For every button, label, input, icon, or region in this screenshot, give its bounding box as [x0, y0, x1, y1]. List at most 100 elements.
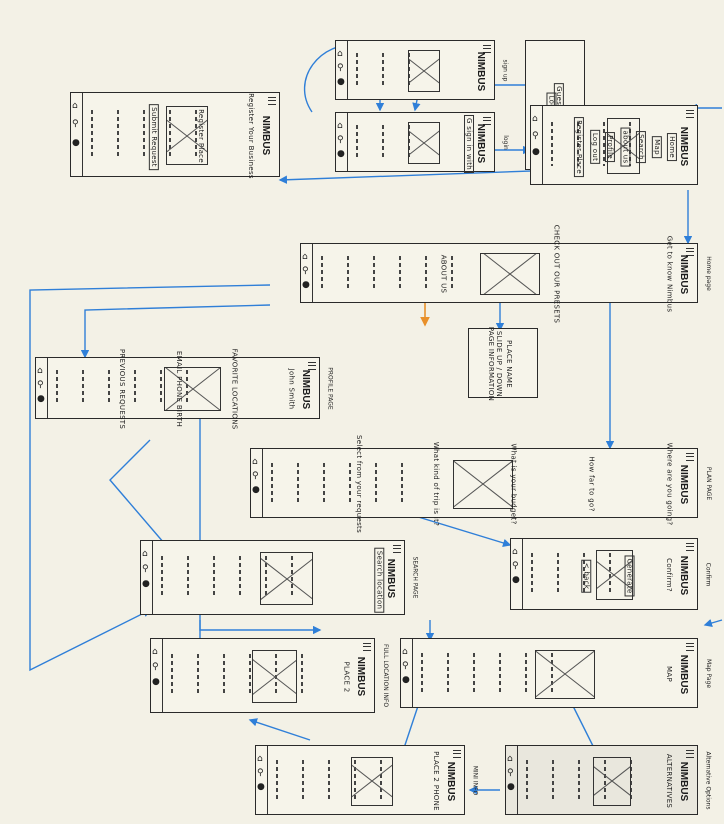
profile-icon[interactable]: ●: [37, 394, 45, 404]
text-placeholder: [399, 256, 401, 289]
hamburger-icon[interactable]: [686, 750, 694, 758]
search-icon[interactable]: ⚲: [507, 768, 514, 778]
image-placeholder: [408, 50, 440, 92]
label-button[interactable]: Submit Request: [149, 104, 159, 170]
label-sections: PREVIOUS REQUESTS: [118, 349, 126, 429]
text-placeholder: [171, 654, 173, 695]
text-placeholder: [297, 463, 299, 502]
search-icon[interactable]: ⚲: [512, 561, 519, 571]
search-icon[interactable]: ⚲: [532, 131, 539, 141]
image-placeholder: [535, 650, 595, 699]
search-icon[interactable]: ⚲: [337, 135, 344, 145]
frame-caption: login: [501, 135, 508, 150]
text-placeholder: [531, 553, 533, 593]
profile-icon[interactable]: ●: [337, 77, 345, 87]
text-placeholder: [349, 463, 351, 502]
app-title: NIMBUS: [445, 761, 456, 800]
profile-icon[interactable]: ●: [257, 782, 265, 792]
profile-icon[interactable]: ●: [252, 485, 260, 495]
home-icon[interactable]: ⌂: [142, 549, 148, 559]
search-icon[interactable]: ⚲: [142, 564, 149, 574]
label-back[interactable]: < back: [581, 560, 591, 593]
home-icon[interactable]: ⌂: [37, 366, 43, 376]
text-placeholder: [56, 370, 58, 404]
label-detail: PAGE INFORMATION: [487, 327, 495, 401]
app-title: NIMBUS: [678, 254, 689, 293]
label-button[interactable]: G sign in with: [464, 115, 474, 173]
home-icon[interactable]: ⌂: [512, 547, 518, 557]
search-icon[interactable]: ⚲: [257, 768, 264, 778]
text-placeholder: [347, 256, 349, 289]
hamburger-icon[interactable]: [686, 543, 694, 551]
label-items[interactable]: about us: [621, 128, 631, 167]
label-sections: EMAIL PHONE BIRTH: [175, 351, 183, 427]
frame-plan: ⌂⚲●NIMBUSWhere are you going?How far to …: [250, 448, 698, 518]
text-placeholder: [187, 556, 189, 597]
home-icon[interactable]: ⌂: [507, 754, 513, 764]
frame-profile: ⌂⚲●NIMBUSJohn SmithFAVORITE LOCATIONSEMA…: [35, 357, 320, 419]
home-icon[interactable]: ⌂: [257, 754, 263, 764]
home-icon[interactable]: ⌂: [337, 121, 343, 131]
text-placeholder: [91, 110, 93, 157]
hamburger-icon[interactable]: [393, 545, 401, 553]
hamburger-icon[interactable]: [268, 97, 276, 105]
label-label: MAP: [665, 666, 673, 682]
text-placeholder: [161, 556, 163, 597]
label-sub: Register Place: [197, 109, 205, 163]
app-title: NIMBUS: [678, 126, 689, 165]
label-button[interactable]: Generate: [624, 555, 634, 596]
search-icon[interactable]: ⚲: [37, 380, 44, 390]
profile-icon[interactable]: ●: [152, 677, 160, 687]
home-icon[interactable]: ⌂: [532, 114, 538, 124]
label-items[interactable]: Map: [651, 136, 661, 158]
label-items[interactable]: Search: [636, 131, 646, 163]
profile-icon[interactable]: ●: [402, 675, 410, 685]
home-icon[interactable]: ⌂: [152, 647, 158, 657]
search-icon[interactable]: ⚲: [252, 471, 259, 481]
profile-icon[interactable]: ●: [512, 575, 520, 585]
frame-caption: Map Page: [705, 658, 712, 687]
home-icon[interactable]: ⌂: [302, 252, 308, 262]
search-icon[interactable]: ⚲: [152, 662, 159, 672]
profile-icon[interactable]: ●: [72, 138, 80, 148]
label-links[interactable]: Profile: [605, 132, 615, 162]
label-button[interactable]: Search location: [374, 547, 384, 612]
text-placeholder: [557, 553, 559, 593]
profile-icon[interactable]: ●: [142, 579, 150, 589]
label-links[interactable]: Register Place: [574, 117, 584, 177]
text-placeholder: [421, 653, 423, 692]
home-icon[interactable]: ⌂: [72, 101, 78, 111]
frame-caption: FULL LOCATION INFO: [382, 644, 389, 707]
label-items[interactable]: Home: [667, 133, 677, 161]
image-placeholder: [480, 253, 540, 295]
profile-icon[interactable]: ●: [337, 149, 345, 159]
search-icon[interactable]: ⚲: [302, 266, 309, 276]
hamburger-icon[interactable]: [686, 643, 694, 651]
home-icon[interactable]: ⌂: [337, 49, 343, 59]
profile-icon[interactable]: ●: [532, 147, 540, 157]
text-placeholder: [328, 760, 330, 799]
label-links[interactable]: Log out: [590, 130, 600, 164]
search-icon[interactable]: ⚲: [402, 661, 409, 671]
hamburger-icon[interactable]: [686, 453, 694, 461]
profile-icon[interactable]: ●: [302, 280, 310, 290]
search-icon[interactable]: ⚲: [72, 119, 79, 129]
text-placeholder: [356, 125, 358, 158]
text-placeholder: [375, 463, 377, 502]
home-icon[interactable]: ⌂: [402, 647, 408, 657]
frame-caption: PLAN PAGE: [705, 466, 712, 499]
home-icon[interactable]: ⌂: [252, 457, 258, 467]
hamburger-icon[interactable]: [453, 750, 461, 758]
frame-caption: SEARCH PAGE: [411, 557, 418, 599]
frame-caption: PROFILE PAGE: [327, 367, 334, 409]
text-placeholder: [321, 256, 323, 289]
image-placeholder: [453, 460, 513, 509]
search-icon[interactable]: ⚲: [337, 63, 344, 73]
hamburger-icon[interactable]: [363, 643, 371, 651]
profile-icon[interactable]: ●: [507, 782, 515, 792]
hamburger-icon[interactable]: [686, 110, 694, 118]
